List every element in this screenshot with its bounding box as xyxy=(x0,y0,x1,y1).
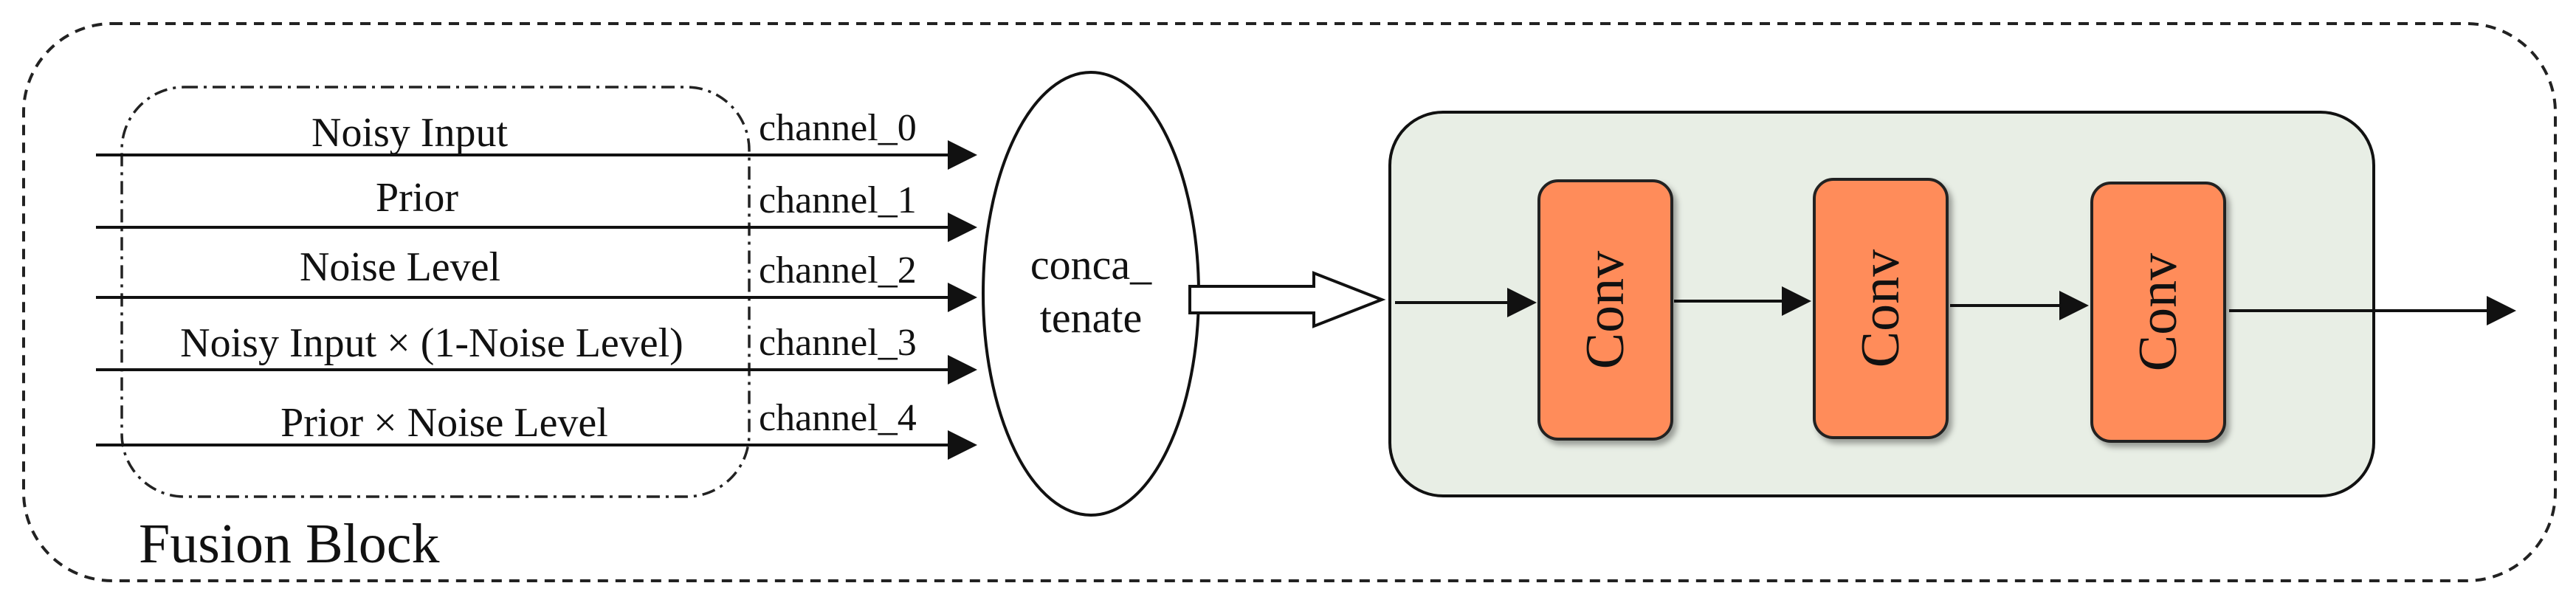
input-labels: Noisy Input Prior Noise Level Noisy Inpu… xyxy=(180,110,683,446)
conv-block-2-box xyxy=(1813,178,1949,439)
input-label-noisy-input: Noisy Input xyxy=(311,110,508,156)
fusion-block-title: Fusion Block xyxy=(139,513,440,575)
conv-connections xyxy=(1395,286,2516,325)
concatenate-label-line-2: tenate xyxy=(1040,294,1142,342)
channel-labels: channel_0 channel_1 channel_2 channel_3 … xyxy=(759,107,917,439)
conv-block-3-box xyxy=(2090,182,2226,443)
input-label-prior: Prior xyxy=(376,175,458,221)
channel-label-2: channel_2 xyxy=(759,249,917,292)
channel-label-1: channel_1 xyxy=(759,179,917,221)
conv-block-1-label: Conv xyxy=(1575,251,1636,369)
input-label-noisy-input-times-inverse-noise: Noisy Input × (1-Noise Level) xyxy=(180,320,683,366)
conv-block-2-label: Conv xyxy=(1850,249,1911,368)
conv-block-3: Conv xyxy=(2090,182,2226,443)
hollow-arrow xyxy=(1188,271,1386,328)
conv-block-1-box xyxy=(1537,179,1673,441)
conv-block-3-label: Conv xyxy=(2128,253,2188,371)
channel-label-3: channel_3 xyxy=(759,322,917,364)
input-lines xyxy=(96,140,977,460)
conv-block-1: Conv xyxy=(1537,179,1673,441)
input-label-noise-level: Noise Level xyxy=(300,244,500,290)
concatenate-label-line-1: conca_ xyxy=(1030,241,1152,289)
channel-label-0: channel_0 xyxy=(759,107,917,149)
channel-label-4: channel_4 xyxy=(759,397,917,439)
input-label-prior-times-noise: Prior × Noise Level xyxy=(280,400,608,446)
conv-block-2: Conv xyxy=(1813,178,1949,439)
input-group-border xyxy=(120,86,751,498)
